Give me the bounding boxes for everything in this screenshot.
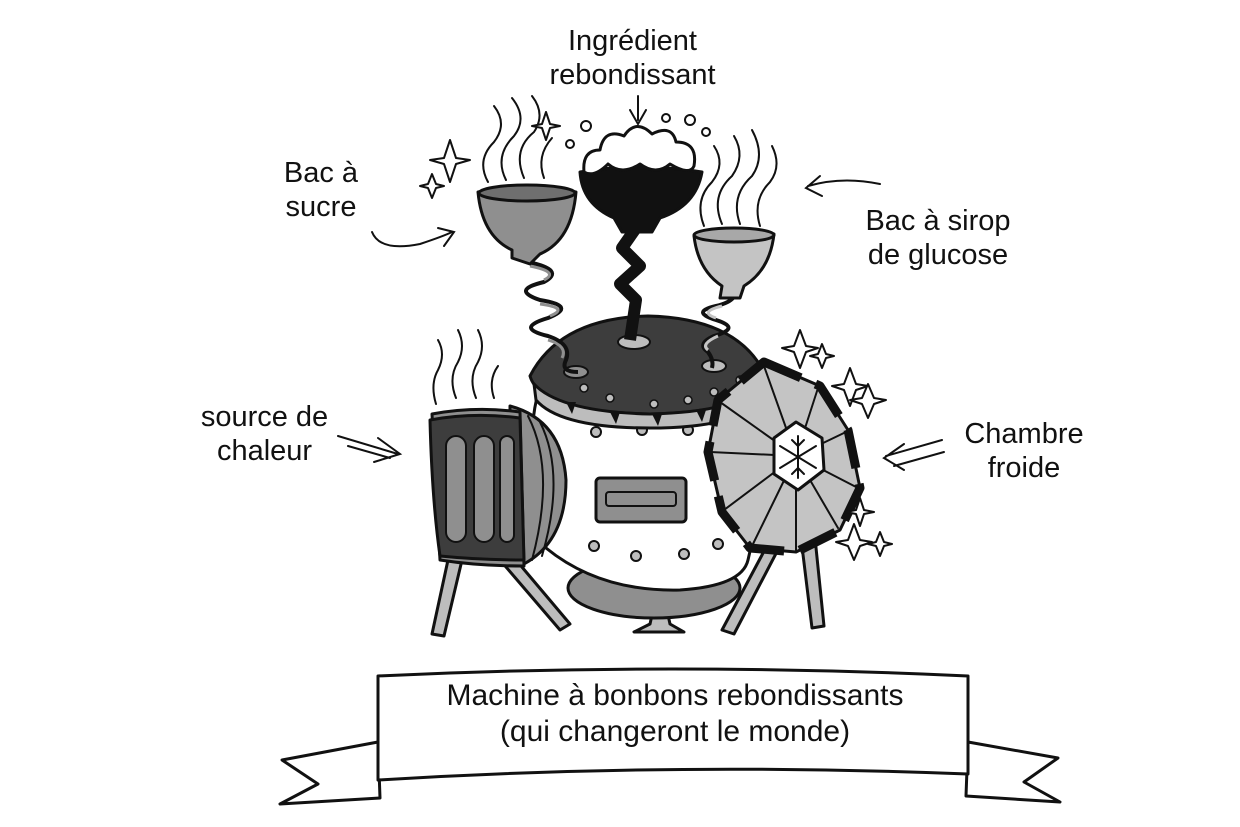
title-banner — [278, 667, 1062, 806]
label-cold-chamber: Chambre froide — [948, 417, 1100, 485]
body-rivets — [588, 424, 724, 562]
label-arrows — [337, 95, 945, 471]
steam-lines — [432, 95, 778, 405]
label-glucose-tank-line2: de glucose — [867, 239, 1009, 271]
banner-title: Machine à bonbons rebondissants (qui cha… — [380, 678, 970, 750]
banner-title-line2: (qui changeront le monde) — [499, 715, 851, 748]
arrow-heat-2 — [347, 445, 391, 459]
label-sugar-tank-line1: Bac à — [283, 157, 359, 189]
glucose-spiral-pipe — [701, 283, 738, 369]
arrow-sugar — [371, 227, 456, 248]
glucose-cup — [692, 226, 776, 300]
ingredient-bubbles — [565, 113, 711, 149]
sparkles — [419, 111, 893, 561]
label-sugar-tank: Bac à sucre — [272, 156, 370, 224]
label-cold-chamber-line1: Chambre — [964, 418, 1084, 450]
label-heat-source-line1: source de — [200, 401, 329, 433]
label-glucose-tank: Bac à sirop de glucose — [838, 204, 1038, 272]
heat-source-box — [428, 404, 568, 568]
arrow-glucose — [804, 175, 881, 197]
label-ingredient-line1: Ingrédient — [568, 25, 697, 57]
label-glucose-tank-line1: Bac à sirop — [865, 205, 1011, 237]
label-ingredient: Ingrédient rebondissant — [530, 24, 735, 92]
body-panel — [594, 476, 688, 524]
banner-title-line1: Machine à bonbons rebondissants — [446, 679, 904, 712]
arrow-heat — [337, 435, 403, 463]
sugar-spiral-pipe — [524, 260, 579, 374]
arrow-cold-2 — [893, 451, 945, 467]
cold-chamber-wheel — [703, 357, 865, 557]
snowflake-icon — [779, 435, 817, 479]
label-sugar-tank-line2: sucre — [285, 191, 357, 223]
label-heat-source: source de chaleur — [182, 400, 347, 468]
central-pipe — [614, 224, 646, 341]
ingredient-cup — [578, 125, 704, 234]
arrow-ingredient — [629, 95, 647, 127]
label-heat-source-line2: chaleur — [216, 435, 313, 467]
label-ingredient-line2: rebondissant — [549, 59, 716, 91]
label-cold-chamber-line2: froide — [987, 452, 1061, 484]
sugar-bowl — [476, 183, 578, 266]
